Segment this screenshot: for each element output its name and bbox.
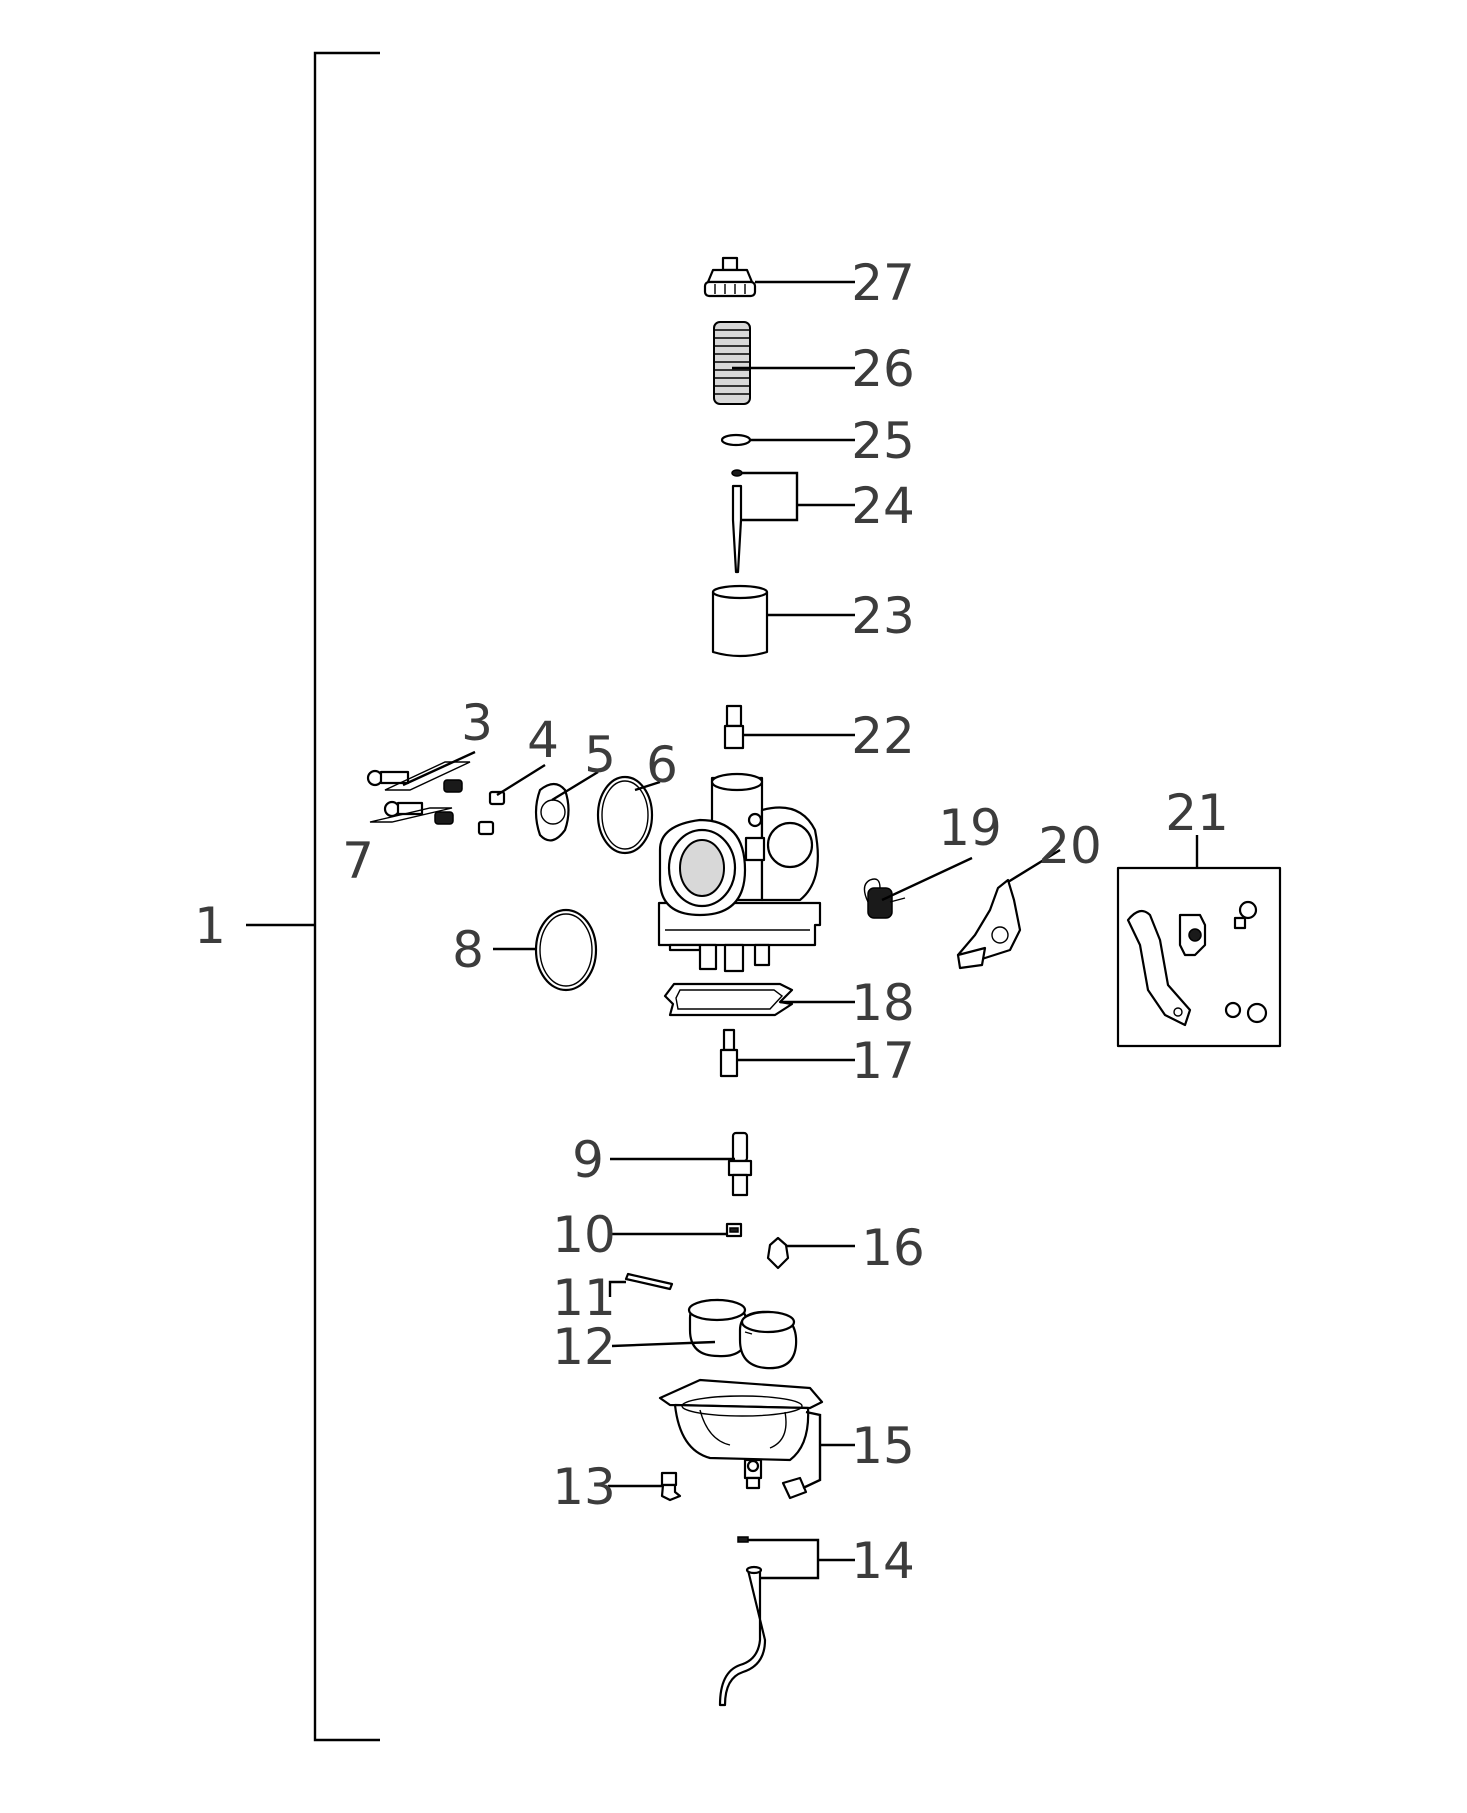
part-21-linkage-kit [1116,866,1282,1048]
assembly-bracket [246,51,380,1742]
part-23-slide [711,584,769,658]
part-14-drain-hose [718,1536,767,1707]
callout-5: 5 [584,726,616,784]
callout-22: 22 [851,707,915,765]
callout-15: 15 [851,1417,915,1475]
callout-17: 17 [851,1032,915,1090]
callout-25: 25 [851,412,915,470]
part-7-screw [383,800,424,818]
callout-16: 16 [861,1219,925,1277]
callout-26: 26 [851,340,915,398]
part-25-clip [720,433,752,447]
part-26-spring [713,321,751,405]
callout-8: 8 [452,921,484,979]
adjuster-springs [434,779,463,825]
part-4-adjuster [477,790,506,836]
part-17-pilot-jet [719,1028,739,1078]
callout-3: 3 [461,694,493,752]
part-11-float-pin [624,1272,674,1291]
callout-11: 11 [552,1269,616,1327]
callout-labels: 1 27 26 25 24 23 22 3 4 5 6 7 8 19 20 21… [194,254,1229,1590]
part-13-bowl-screw [660,1471,682,1502]
part-8-o-ring-large [534,908,598,992]
carburetor-body [657,772,822,973]
part-20-throttle-lever [956,878,1022,970]
part-10-main-jet [725,1222,743,1238]
callout-20: 20 [1038,817,1102,875]
callout-13: 13 [552,1458,616,1516]
callout-14: 14 [851,1532,915,1590]
part-15-float-bowl [658,1378,824,1500]
part-22-plunger [723,704,745,750]
callout-9: 9 [572,1131,604,1189]
callout-24: 24 [851,477,915,535]
callout-21: 21 [1165,784,1229,842]
part-27-cap [703,256,757,298]
part-3-screw [366,769,410,787]
part-6-o-ring [596,775,654,855]
part-3-7-leader-brackets [369,761,471,823]
part-19-return-spring [863,878,906,919]
part-9-main-jet-holder [727,1131,753,1197]
callout-7: 7 [342,832,374,890]
callout-18: 18 [851,974,915,1032]
callout-12: 12 [552,1318,616,1376]
callout-23: 23 [851,587,915,645]
callout-6: 6 [646,736,678,794]
part-24-needle [731,469,743,574]
part-18-gasket [663,982,794,1017]
callout-4: 4 [527,711,559,769]
callout-1: 1 [194,897,226,955]
part-16-float-needle [766,1236,790,1270]
callout-10: 10 [552,1206,616,1264]
part-5-cover-plate [534,782,570,842]
part-12-float [687,1298,798,1370]
leader-lines [402,280,1199,1580]
callout-19: 19 [938,799,1002,857]
callout-27: 27 [851,254,915,312]
